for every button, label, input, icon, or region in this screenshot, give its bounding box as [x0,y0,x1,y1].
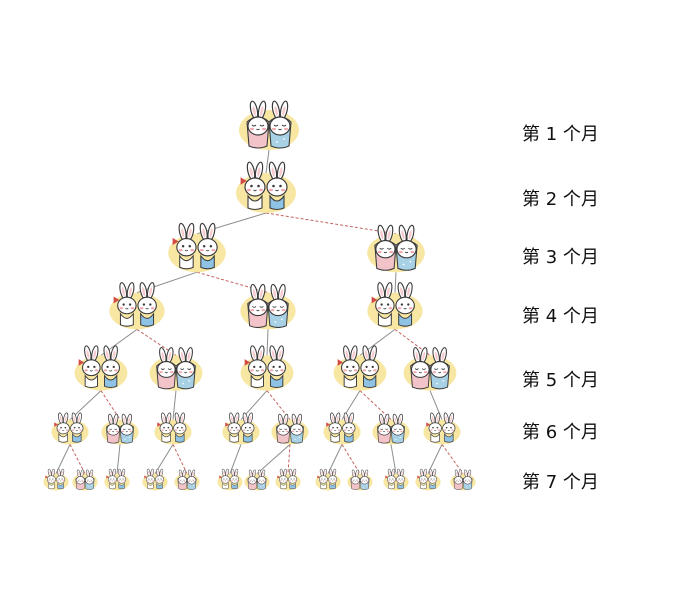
pair-glow [222,419,260,445]
month-label-4: 第 4 个月 [522,306,599,327]
parent-link [265,212,397,235]
parent-link [266,329,269,356]
pair-glow [240,355,294,391]
parent-link [116,444,121,474]
pair-glow [323,419,361,445]
baby-rabbit-pair [367,224,425,273]
pair-glow [142,473,168,491]
pair-glow [415,473,441,491]
adult-rabbit-pair [275,468,301,491]
month-label-1: 第 1 个月 [522,124,599,145]
pair-glow [74,355,128,391]
parent-link [394,272,397,293]
baby-rabbit-pair [372,413,410,445]
parent-link [359,390,392,420]
baby-rabbit-pair [240,283,296,330]
parent-link [136,271,198,294]
adult-rabbit-pair [104,468,130,491]
adult-rabbit-pair [154,412,192,445]
adult-rabbit-pair [240,345,294,391]
baby-rabbit-pair [450,469,476,491]
baby-rabbit-pair [101,413,139,445]
pair-glow [109,292,165,330]
parent-link [154,444,174,474]
adult-rabbit-pair [109,282,165,330]
parent-link [100,390,121,420]
pair-glow [315,473,341,491]
adult-rabbit-pair [142,468,168,491]
adult-rabbit-pair [74,345,128,391]
baby-rabbit-pair [174,469,200,491]
parent-link [136,328,177,356]
baby-rabbit-pair [244,469,270,491]
parent-link [256,444,291,474]
adult-rabbit-pair [323,412,361,445]
baby-rabbit-pair [271,413,309,445]
pair-glow [104,473,130,491]
parent-link [427,444,443,474]
pair-glow [168,233,226,273]
adult-rabbit-pair [222,412,260,445]
pair-glow [275,473,301,491]
adult-rabbit-pair [43,468,69,491]
adult-rabbit-pair [333,345,387,391]
month-label-6: 第 6 个月 [522,422,599,443]
pair-glow [236,173,296,213]
baby-rabbit-pair [403,347,457,391]
adult-rabbit-pair [168,222,226,273]
month-label-5: 第 5 个月 [522,370,599,391]
parent-link [196,271,269,294]
month-label-2: 第 2 个月 [522,189,599,210]
parent-link [69,444,86,474]
adult-rabbit-pair [51,412,89,445]
baby-rabbit-pair [347,469,373,491]
pair-glow [154,419,192,445]
parent-link [229,444,242,474]
parent-link [172,444,188,474]
baby-rabbit-pair [149,347,203,391]
pair-glow [217,473,243,491]
parent-link [390,444,397,474]
adult-rabbit-pair [415,468,441,491]
pair-glow [367,292,423,330]
pair-glow [43,473,69,491]
adult-rabbit-pair [423,412,461,445]
month-label-7: 第 7 个月 [522,472,599,493]
parent-link [172,390,177,420]
pair-glow [51,419,89,445]
adult-rabbit-pair [217,468,243,491]
pair-glow [383,473,409,491]
pair-glow [333,355,387,391]
month-label-3: 第 3 个月 [522,247,599,268]
parent-link [441,444,464,474]
adult-rabbit-pair [315,468,341,491]
parent-link [196,212,267,235]
parent-link [55,444,71,474]
parent-link [327,444,343,474]
parent-link [341,444,361,474]
baby-rabbit-pair [72,469,98,491]
pair-glow [423,419,461,445]
adult-rabbit-pair [383,468,409,491]
parent-link [265,149,270,174]
rabbit-pairs [43,100,476,491]
baby-rabbit-pair [239,100,299,150]
adult-rabbit-pair [236,161,296,213]
adult-rabbit-pair [367,282,423,330]
